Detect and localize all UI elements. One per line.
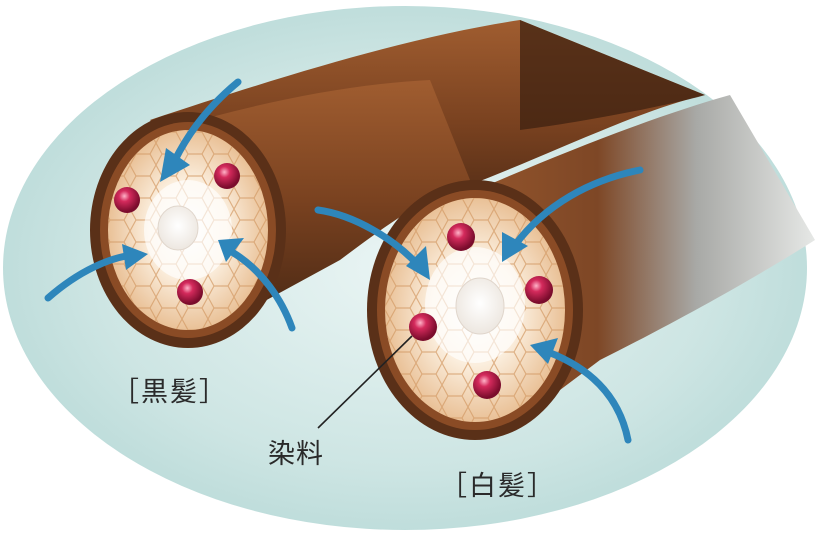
dye-particle-icon <box>525 276 553 304</box>
arrow-icon <box>314 206 422 269</box>
dye-particle-icon <box>447 223 475 251</box>
arrow-icon <box>544 348 632 444</box>
label-dye: 染料 <box>268 439 324 470</box>
arrow-icon <box>228 248 296 332</box>
medulla <box>157 205 199 251</box>
dye-particle-icon <box>409 313 437 341</box>
dye-particle-icon <box>473 371 501 399</box>
arrow-icon <box>171 78 242 164</box>
dye-particle-icon <box>114 187 140 213</box>
medulla <box>455 277 505 335</box>
arrow-icon <box>511 166 644 249</box>
black-hair-cross-section <box>90 112 286 348</box>
label-black-hair: ［黒髪］ <box>112 377 228 408</box>
white-hair-cross-section <box>367 180 583 440</box>
dye-particle-icon <box>177 279 203 305</box>
dye-particle-icon <box>214 163 240 189</box>
label-white-hair: ［白髪］ <box>440 471 556 502</box>
dye-leader-line <box>317 335 413 429</box>
